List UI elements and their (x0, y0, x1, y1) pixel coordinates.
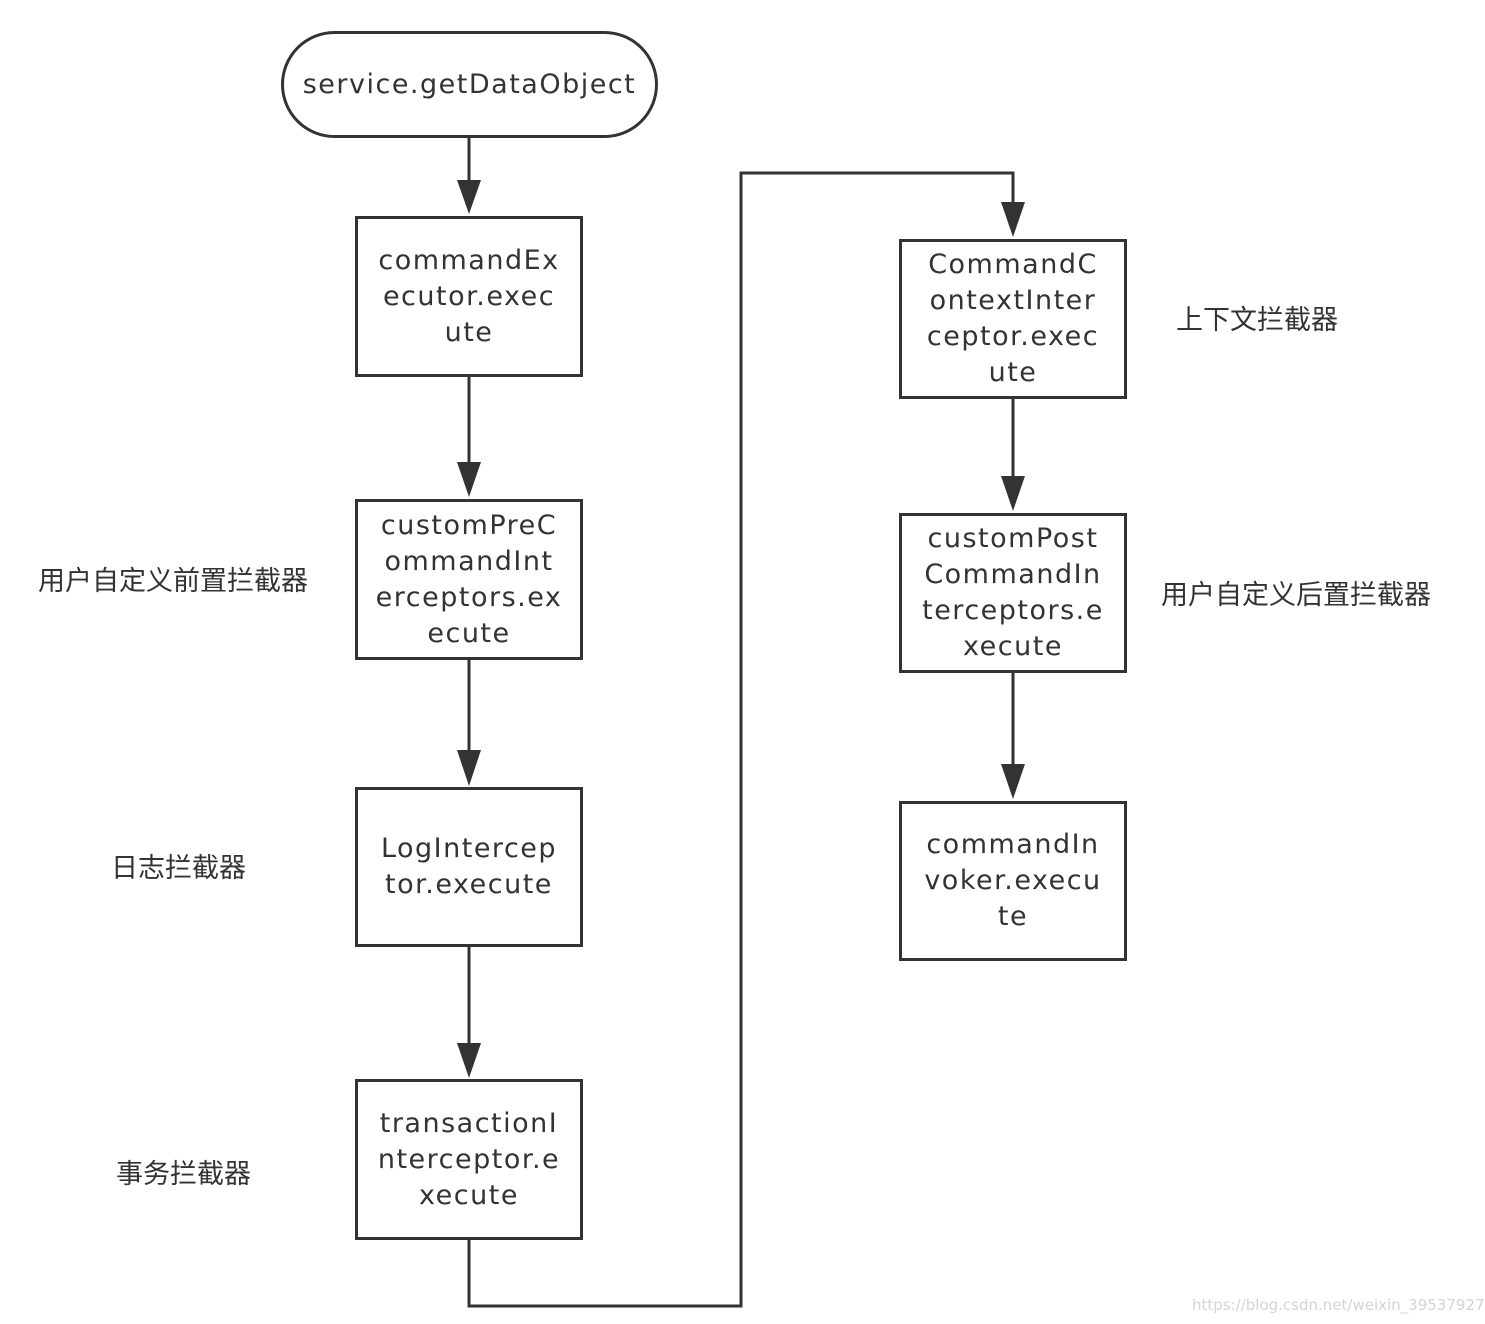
arrowhead-custom-post (1001, 476, 1025, 511)
edge-transaction-to-command-context (467, 171, 1015, 1308)
arrowhead-command-invoker (1001, 764, 1025, 799)
transaction-interceptor-node: transactionI nterceptor.e xecute (355, 1079, 583, 1240)
context-interceptor-label: 上下文拦截器 (1176, 305, 1338, 336)
arrowhead-command-context (1001, 202, 1025, 237)
custom-post-interceptor-label: 用户自定义后置拦截器 (1161, 580, 1431, 611)
arrowhead-log (457, 750, 481, 786)
transaction-interceptor-label: 事务拦截器 (116, 1159, 251, 1190)
command-invoker-node: commandIn voker.execu te (899, 801, 1127, 961)
start-node: service.getDataObject (281, 31, 658, 138)
arrowhead-command-executor (457, 180, 481, 214)
custom-post-interceptors-node: customPost CommandIn terceptors.e xecute (899, 513, 1127, 673)
watermark-text: https://blog.csdn.net/weixin_39537927 (1192, 1296, 1485, 1314)
log-interceptor-node: LogIntercep tor.execute (355, 787, 583, 947)
custom-pre-interceptor-label: 用户自定义前置拦截器 (38, 566, 308, 597)
command-executor-node: commandEx ecutor.exec ute (355, 216, 583, 377)
custom-pre-interceptors-node: customPreC ommandInt erceptors.ex ecute (355, 499, 583, 660)
log-interceptor-label: 日志拦截器 (111, 853, 246, 884)
arrowhead-custom-pre (457, 462, 481, 497)
arrowhead-transaction (457, 1043, 481, 1078)
command-context-interceptor-node: CommandC ontextInter ceptor.exec ute (899, 239, 1127, 399)
